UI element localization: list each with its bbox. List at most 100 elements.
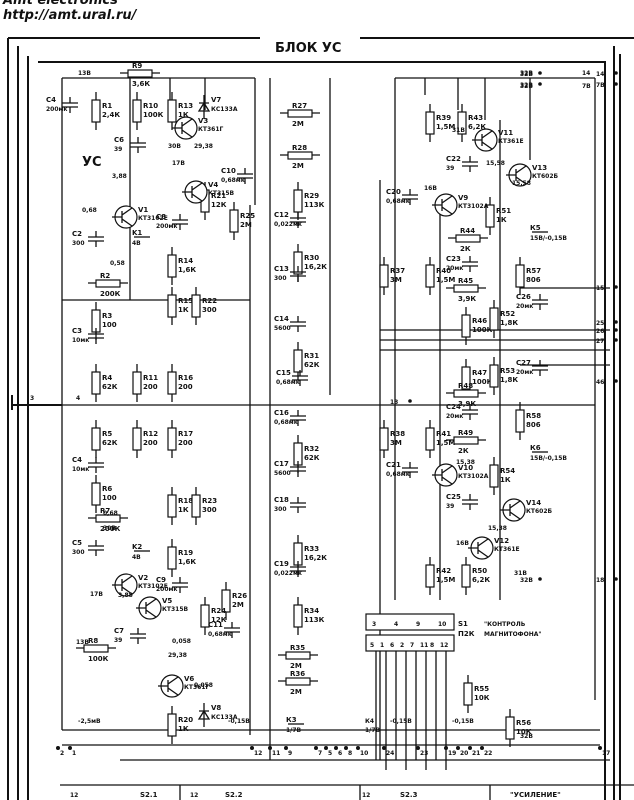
left-voltage-4: 17В [172,160,185,167]
strip-label-0: S2.1 [140,791,158,799]
left-resistor-15-ref: R12 [143,430,158,438]
right-resistor-2-ref: R51 [496,207,511,215]
left-transistor-2-type: КТ361Г [198,126,224,133]
connector-right-11: 18 [596,577,604,584]
left-resistor-12-ref: R11 [143,374,158,382]
s1-pin-bot-1: 1 [380,642,384,649]
mid-relay-k3-val: 1/7В [286,727,302,734]
block-border [7,37,634,800]
bottom-marker-6: 32В [520,733,533,740]
left-resistor-7-ref: R15 [178,297,193,305]
left-transistor-4-ref: V5 [162,597,172,605]
left-capacitor-7-ref: C8 [156,213,166,221]
left-resistor-9-ref: R2 [100,272,110,280]
left-capacitor-0-val: 200мк [46,106,68,113]
connector-bottom-6: 5 [328,750,332,757]
left-capacitor-5-ref: C5 [72,539,82,547]
left-voltage-8: 29,38 [168,652,187,659]
left-resistor-23-ref: R24 [211,607,226,615]
left-relay-1-ref: K2 [132,543,142,551]
left-capacitor-9-ref: C10 [221,167,236,175]
right-resistor-0-ref: R39 [436,114,451,122]
left-resistor-6-ref: R14 [178,257,193,265]
connector-dot-b5 [314,746,318,750]
mid-resistor-6-val: 16,2К [304,554,327,562]
mid-resistor-5-ref: R32 [304,445,319,453]
s1-model: П2К [458,630,475,638]
right-resistor-12-ref: R48 [458,382,473,390]
right-resistor-15-val: 806 [526,421,541,429]
left-resistor-19-val: 1К [178,506,189,514]
zener-diode-0-ref: V7 [211,96,221,104]
right-transistor-4-type: КТ602Б [526,508,553,515]
right-resistor-19-val: 6,2К [472,576,490,584]
left-capacitor-2-ref: C2 [72,230,82,238]
s1-pin-bot-4: 7 [410,642,414,649]
right-capacitor-6-ref: C21 [386,461,401,469]
mid-capacitor-0-val: 0,022мк [274,221,302,228]
mid-resistor-8-ref: R35 [290,644,305,652]
right-transistor-3-ref: V10 [458,464,473,472]
left-transistor-0-type: КТ3102Е [138,215,168,222]
connector-dot-r10 [538,577,542,581]
left-capacitor-2-val: 300 [72,240,85,247]
left-capacitor-1-ref: C6 [114,136,124,144]
right-voltage-3: 15,38 [456,459,475,466]
left-capacitor-4-ref: C4 [72,456,82,464]
connector-dot-b10 [382,746,386,750]
left-resistor-1: R12,4К [91,92,120,130]
right-voltage-4: 15,38 [488,525,507,532]
left-resistor-4-ref: R21 [211,192,226,200]
connector-bottom-16: 17 [602,750,610,757]
bottom-marker-3: 1/7В [365,727,381,734]
mid-capacitor-7-val: 0,022мк [274,570,302,577]
right-capacitor-1-val: 0,68мк [386,198,410,205]
connector-right-2: 32В [520,82,533,89]
zener-diode-0-type: КС133А [211,106,238,113]
mid-resistor-1-ref: R28 [292,144,307,152]
right-resistor-21-ref: R56 [516,719,531,727]
left-voltage-3: 30В [168,143,181,150]
left-voltage-12: 0,68 [103,510,118,517]
bottom-marker-2: К4 [365,718,374,725]
header-line2: http://amt.ural.ru/ [3,8,137,23]
left-resistor-25-ref: R20 [178,716,193,724]
s1-pin-bot-6: 8 [430,642,434,649]
switch-s1[interactable] [365,613,455,770]
connector-dot-b8 [344,746,348,750]
connector-dot-r0 [538,71,542,75]
connector-bottom-13: 20 [460,750,468,757]
right-resistor-19-ref: R50 [472,567,487,575]
strip-label-3: "УСИЛЕНИЕ" [510,791,561,799]
left-transistor-2-ref: V3 [198,117,208,125]
left-capacitor-1-val: 39 [114,146,122,153]
s1-pin-bot-2: 6 [390,642,394,649]
strip-id-2: 12 [362,792,370,799]
s1-ref: S1 [458,620,468,628]
left-capacitor-8-val: 200мк [156,586,178,593]
right-resistor-17-ref: R54 [500,467,515,475]
mid-capacitor-2-val: 5600 [274,325,291,332]
connector-dot-r11 [614,577,618,581]
left-resistor-14-ref: R5 [102,430,112,438]
connector-dot-r2 [538,82,542,86]
